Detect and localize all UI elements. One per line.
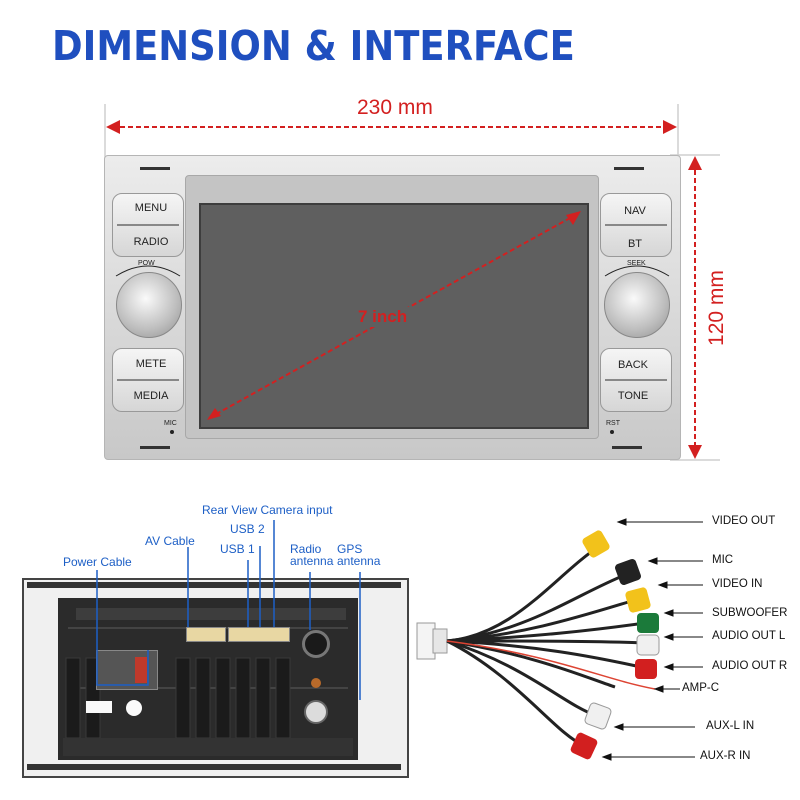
rst-label: RST — [606, 420, 620, 427]
usb2-label: USB 2 — [230, 522, 265, 536]
radio-antenna-port — [302, 630, 330, 658]
cable-label-mic: MIC — [712, 554, 734, 566]
av-cable-label: AV Cable — [145, 534, 195, 548]
seek-arc — [604, 265, 670, 277]
radio-button[interactable]: RADIO — [133, 236, 169, 248]
cable-label-amp-c: AMP-C — [682, 682, 720, 694]
cable-label-video-out: VIDEO OUT — [712, 515, 776, 527]
panel-bottom-slot-left — [140, 446, 170, 449]
pow-label: POW — [138, 260, 155, 267]
tone-button[interactable]: TONE — [617, 390, 649, 402]
mete-button[interactable]: METE — [135, 358, 167, 370]
media-button[interactable]: MEDIA — [133, 390, 169, 402]
nav-button[interactable]: NAV — [624, 205, 646, 217]
height-dimension-label: 120 mm — [705, 270, 728, 346]
nav-bt-button-group[interactable] — [600, 193, 672, 257]
panel-top-slot — [112, 165, 672, 173]
usb1-label: USB 1 — [220, 542, 255, 556]
radio-antenna-label-line1: Radio — [290, 542, 322, 556]
rear-camera-label: Rear View Camera input — [202, 503, 333, 517]
bt-button[interactable]: BT — [627, 238, 643, 250]
cable-label-video-in: VIDEO IN — [712, 578, 763, 590]
seek-label: SEEK — [627, 260, 646, 267]
rst-hole[interactable] — [610, 430, 614, 434]
height-dimension-line — [670, 154, 720, 461]
cable-label-aux-l-in: AUX-L IN — [706, 720, 755, 732]
cable-label-aux-r-in: AUX-R IN — [700, 750, 751, 762]
panel-bottom-slot-right — [612, 446, 642, 449]
pow-arc — [115, 265, 181, 277]
cable-label-subwoofer: SUBWOOFER — [712, 607, 788, 619]
gps-antenna-label-line2: antenna — [337, 554, 381, 568]
chassis-top-rail — [27, 582, 401, 588]
mic-label: MIC — [164, 420, 177, 427]
usb-camera-connector-block — [228, 627, 290, 642]
heatsink-fins — [58, 598, 358, 760]
gps-antenna-port — [304, 700, 328, 724]
menu-button[interactable]: MENU — [134, 202, 168, 214]
interface-callout-lines — [96, 520, 361, 700]
seek-knob[interactable] — [604, 272, 670, 338]
menu-radio-button-group[interactable] — [112, 193, 184, 257]
power-cable-label: Power Cable — [63, 555, 132, 569]
radio-antenna-label-line2: antenna — [290, 554, 334, 568]
gps-antenna-label-line1: GPS — [337, 542, 363, 556]
av-cable-connector — [186, 627, 226, 642]
power-volume-knob[interactable] — [116, 272, 182, 338]
page-title: DIMENSION & INTERFACE — [52, 22, 575, 70]
rca-cable-harness — [416, 518, 703, 761]
width-dimension-label: 230 mm — [357, 96, 433, 119]
cable-label-audio-out-l: AUDIO OUT L — [712, 630, 786, 642]
chassis-bottom-rail — [27, 764, 401, 770]
cable-label-audio-out-r: AUDIO OUT R — [712, 660, 788, 672]
mete-media-button-group[interactable] — [112, 348, 184, 412]
back-button[interactable]: BACK — [618, 359, 648, 371]
mic-hole — [170, 430, 174, 434]
back-tone-button-group[interactable] — [600, 348, 672, 412]
screen-size-label: 7 inch — [350, 307, 416, 327]
